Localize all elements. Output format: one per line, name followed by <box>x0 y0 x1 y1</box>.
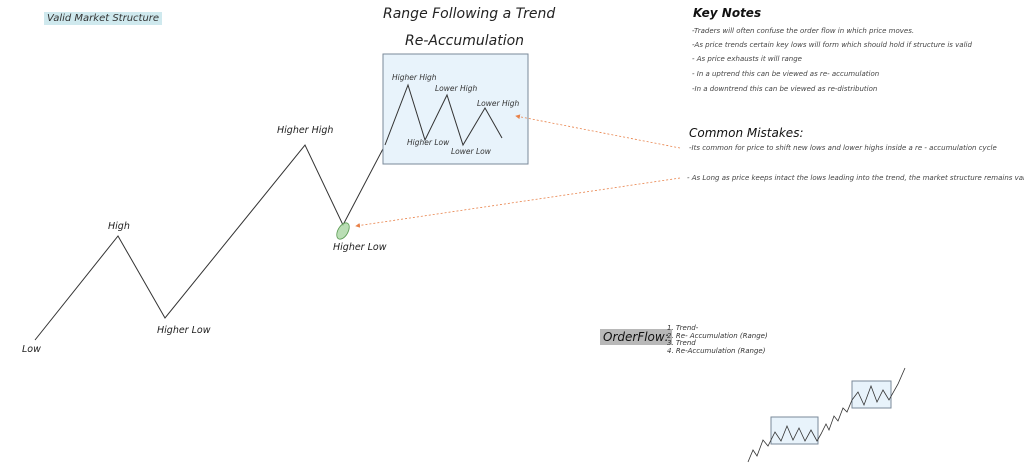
mini-range-box-1 <box>770 416 819 445</box>
mini-range-box-2 <box>851 380 892 409</box>
orderflow-item-2: 2. Re- Accumulation (Range) <box>667 331 768 340</box>
range-label-lower-low: Lower Low <box>451 147 491 156</box>
diagram-title: Range Following a Trend <box>383 6 556 22</box>
key-notes-heading: Key Notes <box>693 6 762 20</box>
higher-low-highlight <box>336 222 350 240</box>
range-label-higher-high: Higher High <box>392 73 437 82</box>
common-mistakes-heading: Common Mistakes: <box>689 126 804 140</box>
arrow-to-range-box <box>515 114 681 149</box>
range-label-lower-high-1: Lower High <box>435 84 478 93</box>
range-label-higher-low: Higher Low <box>407 138 450 147</box>
label-high: High <box>108 221 130 232</box>
main-trend-line <box>34 144 386 341</box>
common-mistake-1: -Its common for price to shift new lows … <box>689 144 997 152</box>
label-low: Low <box>22 344 41 355</box>
orderflow-item-3: 3. Trend <box>667 339 696 347</box>
common-mistake-2: - As Long as price keeps intact the lows… <box>687 174 1024 182</box>
label-higher-high: Higher High <box>277 125 334 136</box>
orderflow-item-1: 1. Trend- <box>667 324 699 332</box>
orderflow-heading: OrderFlow: <box>600 329 672 345</box>
key-note-5: -In a downtrend this can be viewed as re… <box>692 85 878 93</box>
valid-market-structure-tag: Valid Market Structure <box>44 12 163 25</box>
key-note-3: - As price exhausts it will range <box>692 55 802 63</box>
orderflow-list: 1. Trend- 2. Re- Accumulation (Range) 3.… <box>667 324 768 355</box>
orderflow-mini-chart <box>747 367 906 463</box>
range-label-lower-high-2: Lower High <box>477 99 520 108</box>
label-higher-low-1: Higher Low <box>157 325 211 336</box>
key-note-2: -As price trends certain key lows will f… <box>692 41 972 49</box>
mini-trend-line <box>747 367 906 463</box>
range-box <box>382 53 529 165</box>
orderflow-item-4: 4. Re-Accumulation (Range) <box>667 346 766 355</box>
key-note-4: - In a uptrend this can be viewed as re-… <box>692 70 880 78</box>
diagram-subtitle: Re-Accumulation <box>405 33 525 49</box>
label-higher-low-2: Higher Low <box>333 242 387 253</box>
arrow-to-higher-low <box>355 177 681 228</box>
key-note-1: -Traders will often confuse the order fl… <box>692 27 915 35</box>
range-zigzag-line <box>384 83 503 147</box>
